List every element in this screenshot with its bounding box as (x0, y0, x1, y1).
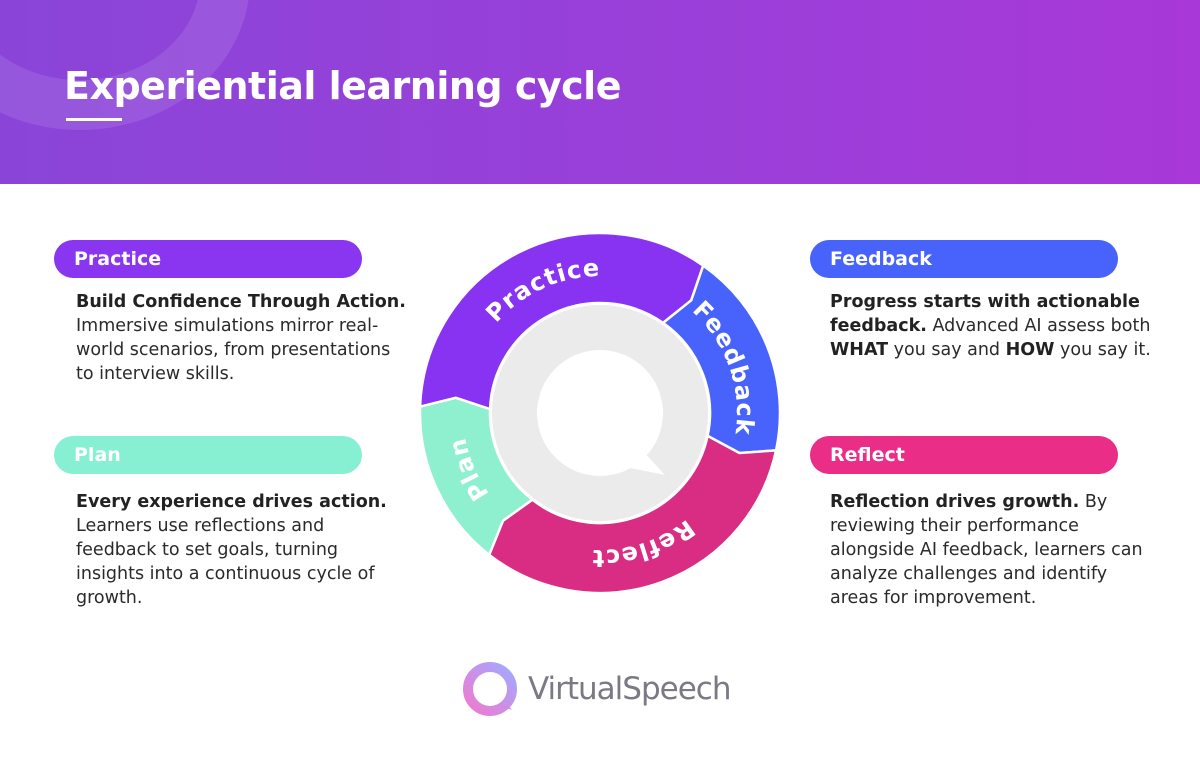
reflect-text: By reviewing their performance alongside… (830, 492, 1143, 608)
bubble-tail-icon (630, 448, 665, 475)
practice-heading: Build Confidence Through Action. (76, 292, 406, 312)
cycle-label-reflect: Reflect (591, 514, 700, 572)
feedback-text: you say and (888, 340, 1006, 360)
page-title: Experiential learning cycle (64, 64, 621, 108)
cycle-segment-practice (418, 231, 705, 411)
how-emphasis: HOW (1005, 340, 1055, 360)
cycle-segment-feedback (661, 264, 782, 455)
speech-bubble-logo-icon (463, 662, 517, 716)
reflect-pill: Reflect (810, 436, 1118, 474)
cycle-label-practice: Practice (480, 254, 601, 328)
feedback-text: Advanced AI assess both (926, 316, 1151, 336)
logo-name: VirtualSpeech (528, 671, 731, 707)
practice-description: Build Confidence Through Action. Immersi… (76, 290, 406, 386)
feedback-pill: Feedback (810, 240, 1118, 278)
center-bubble-icon (537, 350, 663, 476)
cycle-label-plan: Plan (443, 435, 494, 506)
what-emphasis: WHAT (830, 340, 889, 360)
feedback-description: Progress starts with actionable feedback… (830, 290, 1160, 362)
plan-description: Every experience drives action. Learners… (76, 490, 406, 610)
reflect-heading: Reflection drives growth. (830, 492, 1080, 512)
practice-pill: Practice (54, 240, 362, 278)
title-underline (66, 118, 122, 121)
feedback-text: you say it. (1054, 340, 1151, 360)
plan-heading: Every experience drives action. (76, 492, 387, 512)
reflect-description: Reflection drives growth. By reviewing t… (830, 490, 1160, 610)
cycle-segment-plan (418, 396, 534, 557)
plan-pill: Plan (54, 436, 362, 474)
plan-text: Learners use reflections and feedback to… (76, 516, 375, 608)
feedback-heading: Progress starts with actionable feedback… (830, 292, 1140, 336)
practice-text: Immersive simulations mirror real-world … (76, 316, 391, 384)
center-ring (492, 305, 708, 521)
header-banner: Experiential learning cycle (0, 0, 1200, 184)
virtualspeech-logo: VirtualSpeech (460, 658, 731, 720)
cycle-segment-reflect (487, 434, 778, 595)
cycle-label-feedback: Feedback (687, 295, 759, 437)
